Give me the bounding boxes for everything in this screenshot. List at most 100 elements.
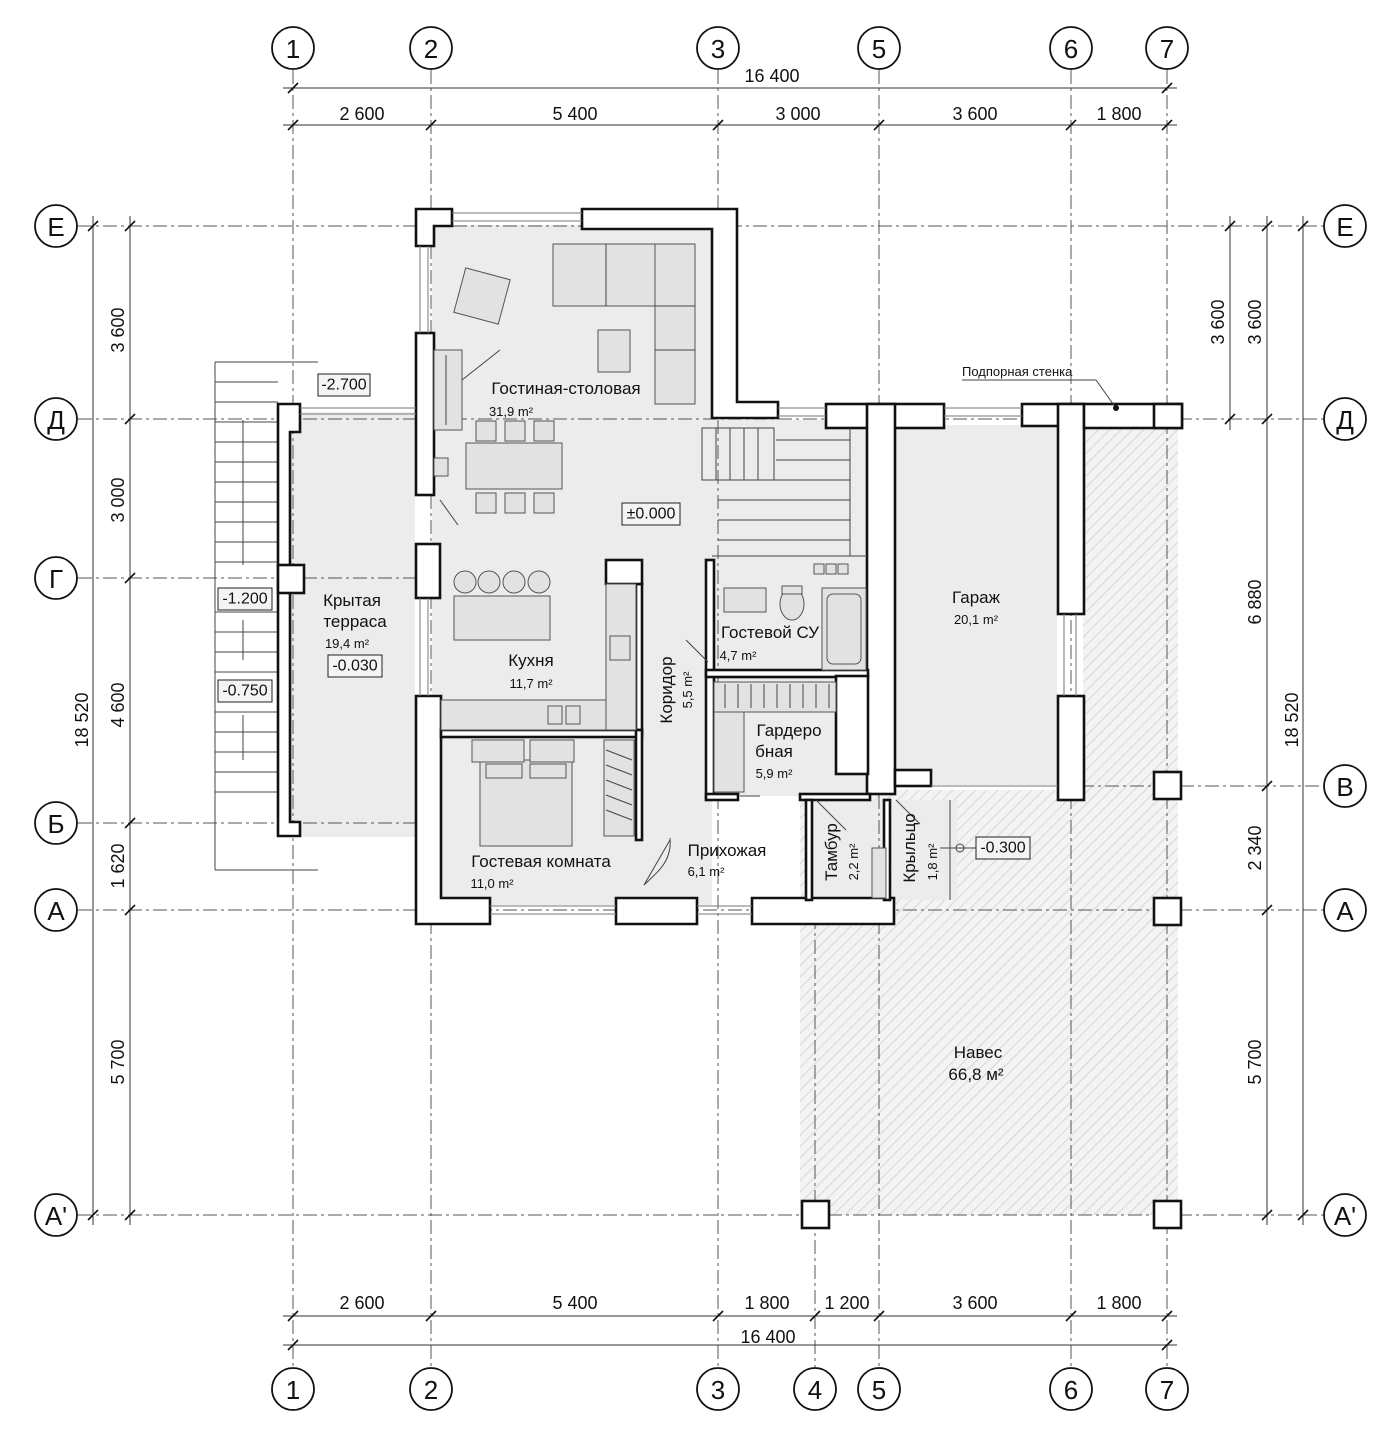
room-corridor-name: Коридор xyxy=(657,656,676,723)
guest-room-furniture xyxy=(471,739,635,847)
room-terrace-area: 19,4 m² xyxy=(325,636,370,651)
room-guest-area: 11,0 m² xyxy=(470,876,514,891)
axis-top-6: 6 xyxy=(1064,34,1078,64)
dimension-lines xyxy=(87,82,1309,1351)
terrace-stairs xyxy=(214,361,318,871)
axis-bottom-6: 6 xyxy=(1064,1375,1078,1405)
room-porch-area: 1,8 m² xyxy=(925,843,940,881)
dim-bottom-4: 1 200 xyxy=(824,1293,869,1313)
room-garage-name: Гараж xyxy=(952,588,1001,607)
room-terrace-name2: терраса xyxy=(323,612,387,631)
axis-top-1: 1 xyxy=(286,34,300,64)
windows xyxy=(300,212,1077,915)
axis-left-b: Б xyxy=(47,809,64,839)
dim-left-2: 3 000 xyxy=(108,477,128,522)
room-living-name: Гостиная-столовая xyxy=(491,379,640,398)
room-wardrobe-name1: Гардеро xyxy=(756,721,821,740)
dim-bottom-3: 1 800 xyxy=(744,1293,789,1313)
dimensions-bottom: 2 600 5 400 1 800 1 200 3 600 1 800 16 4… xyxy=(339,1293,1141,1347)
dim-left-total: 18 520 xyxy=(72,692,92,747)
room-vestibule-area: 2,2 m² xyxy=(846,843,861,881)
dim-top-4: 3 600 xyxy=(952,104,997,124)
axis-left-a: А xyxy=(47,896,65,926)
room-kitchen-name: Кухня xyxy=(508,651,554,670)
axis-left-d: Д xyxy=(47,405,65,435)
room-living-area: 31,9 m² xyxy=(489,404,534,419)
dimensions-right: 3 600 3 600 6 880 2 340 5 700 18 520 xyxy=(1208,299,1302,1084)
room-bath-name: Гостевой СУ xyxy=(721,623,819,642)
axis-right-e: Е xyxy=(1336,212,1353,242)
axis-top-3: 3 xyxy=(711,34,725,64)
axis-left-g: Г xyxy=(49,564,63,594)
dimensions-left: 3 600 3 000 4 600 1 620 5 700 18 520 xyxy=(72,307,128,1084)
dim-left-4: 1 620 xyxy=(108,843,128,888)
axis-top-2: 2 xyxy=(424,34,438,64)
axis-right-a: А xyxy=(1336,896,1354,926)
dim-bottom-total: 16 400 xyxy=(740,1327,795,1347)
dim-right-total: 18 520 xyxy=(1282,692,1302,747)
axis-top-5: 5 xyxy=(872,34,886,64)
room-canopy-area: 66,8 м² xyxy=(948,1065,1003,1084)
wardrobe-furniture xyxy=(713,681,837,793)
axis-right-v: В xyxy=(1336,772,1353,802)
room-garage-area: 20,1 m² xyxy=(954,612,999,627)
room-wardrobe-area: 5,9 m² xyxy=(756,766,794,781)
dim-left-5: 5 700 xyxy=(108,1039,128,1084)
axis-bubbles-bottom: 1 2 3 4 5 6 7 xyxy=(271,1367,1189,1411)
dim-left-1: 3 600 xyxy=(108,307,128,352)
axis-left-e: Е xyxy=(47,212,64,242)
axis-bottom-5: 5 xyxy=(872,1375,886,1405)
axis-top-7: 7 xyxy=(1160,34,1174,64)
staircase xyxy=(701,427,867,557)
dimensions-top: 16 400 2 600 5 400 3 000 3 600 1 800 xyxy=(339,66,1141,124)
axis-bubbles-right: Е Д В А А' xyxy=(1323,204,1367,1237)
room-canopy-name: Навес xyxy=(954,1043,1003,1062)
room-corridor-area: 5,5 m² xyxy=(680,671,695,709)
axis-bottom-4: 4 xyxy=(808,1375,822,1405)
dim-top-3: 3 000 xyxy=(775,104,820,124)
dim-right-1: 3 600 xyxy=(1208,299,1228,344)
room-hall-name: Прихожая xyxy=(688,841,767,860)
level-stair-mid: -1.200 xyxy=(222,591,267,608)
room-bath-area: 4,7 m² xyxy=(720,648,758,663)
dim-top-2: 5 400 xyxy=(552,104,597,124)
doors xyxy=(643,639,921,899)
level-terrace: -0.030 xyxy=(332,658,377,675)
room-terrace-name1: Крытая xyxy=(323,591,381,610)
dim-right-1b: 3 600 xyxy=(1245,299,1265,344)
level-stair-low: -0.750 xyxy=(222,683,267,700)
axis-right-d: Д xyxy=(1336,405,1354,435)
kitchen-furniture xyxy=(440,570,637,731)
level-porch: -0.300 xyxy=(980,840,1025,857)
room-porch-name: Крыльцо xyxy=(900,813,919,882)
room-guest-name: Гостевая комната xyxy=(471,852,611,871)
axis-bottom-1: 1 xyxy=(286,1375,300,1405)
retaining-wall-label: Подпорная стенка xyxy=(962,364,1073,379)
living-furniture xyxy=(433,243,696,526)
dim-top-1: 2 600 xyxy=(339,104,384,124)
level-terrace-upper: -2.700 xyxy=(321,377,366,394)
axis-bottom-3: 3 xyxy=(711,1375,725,1405)
dim-bottom-1: 2 600 xyxy=(339,1293,384,1313)
dim-right-3: 2 340 xyxy=(1245,825,1265,870)
level-marks: -2.700 ±0.000 -1.200 -0.030 -0.750 -0.30… xyxy=(217,373,1031,900)
axis-bottom-2: 2 xyxy=(424,1375,438,1405)
axis-bubbles-top: 1 2 3 5 6 7 xyxy=(271,26,1189,70)
room-hall-area: 6,1 m² xyxy=(688,864,726,879)
dim-bottom-5: 3 600 xyxy=(952,1293,997,1313)
retaining-wall-note: Подпорная стенка xyxy=(962,364,1119,411)
axis-bottom-7: 7 xyxy=(1160,1375,1174,1405)
room-kitchen-area: 11,7 m² xyxy=(509,676,553,691)
room-labels: Гостиная-столовая 31,9 m² Крытая терраса… xyxy=(323,379,1004,1084)
dim-right-2: 6 880 xyxy=(1245,579,1265,624)
dim-right-4: 5 700 xyxy=(1245,1039,1265,1084)
bath-furniture xyxy=(723,563,867,671)
walls xyxy=(276,207,1184,1230)
dim-top-total: 16 400 xyxy=(744,66,799,86)
axis-right-a-prime: А' xyxy=(1334,1201,1356,1231)
level-zero: ±0.000 xyxy=(627,506,676,523)
dim-left-3: 4 600 xyxy=(108,682,128,727)
axis-bubbles-left: Е Д Г Б А А' xyxy=(34,204,78,1237)
dim-bottom-6: 1 800 xyxy=(1096,1293,1141,1313)
